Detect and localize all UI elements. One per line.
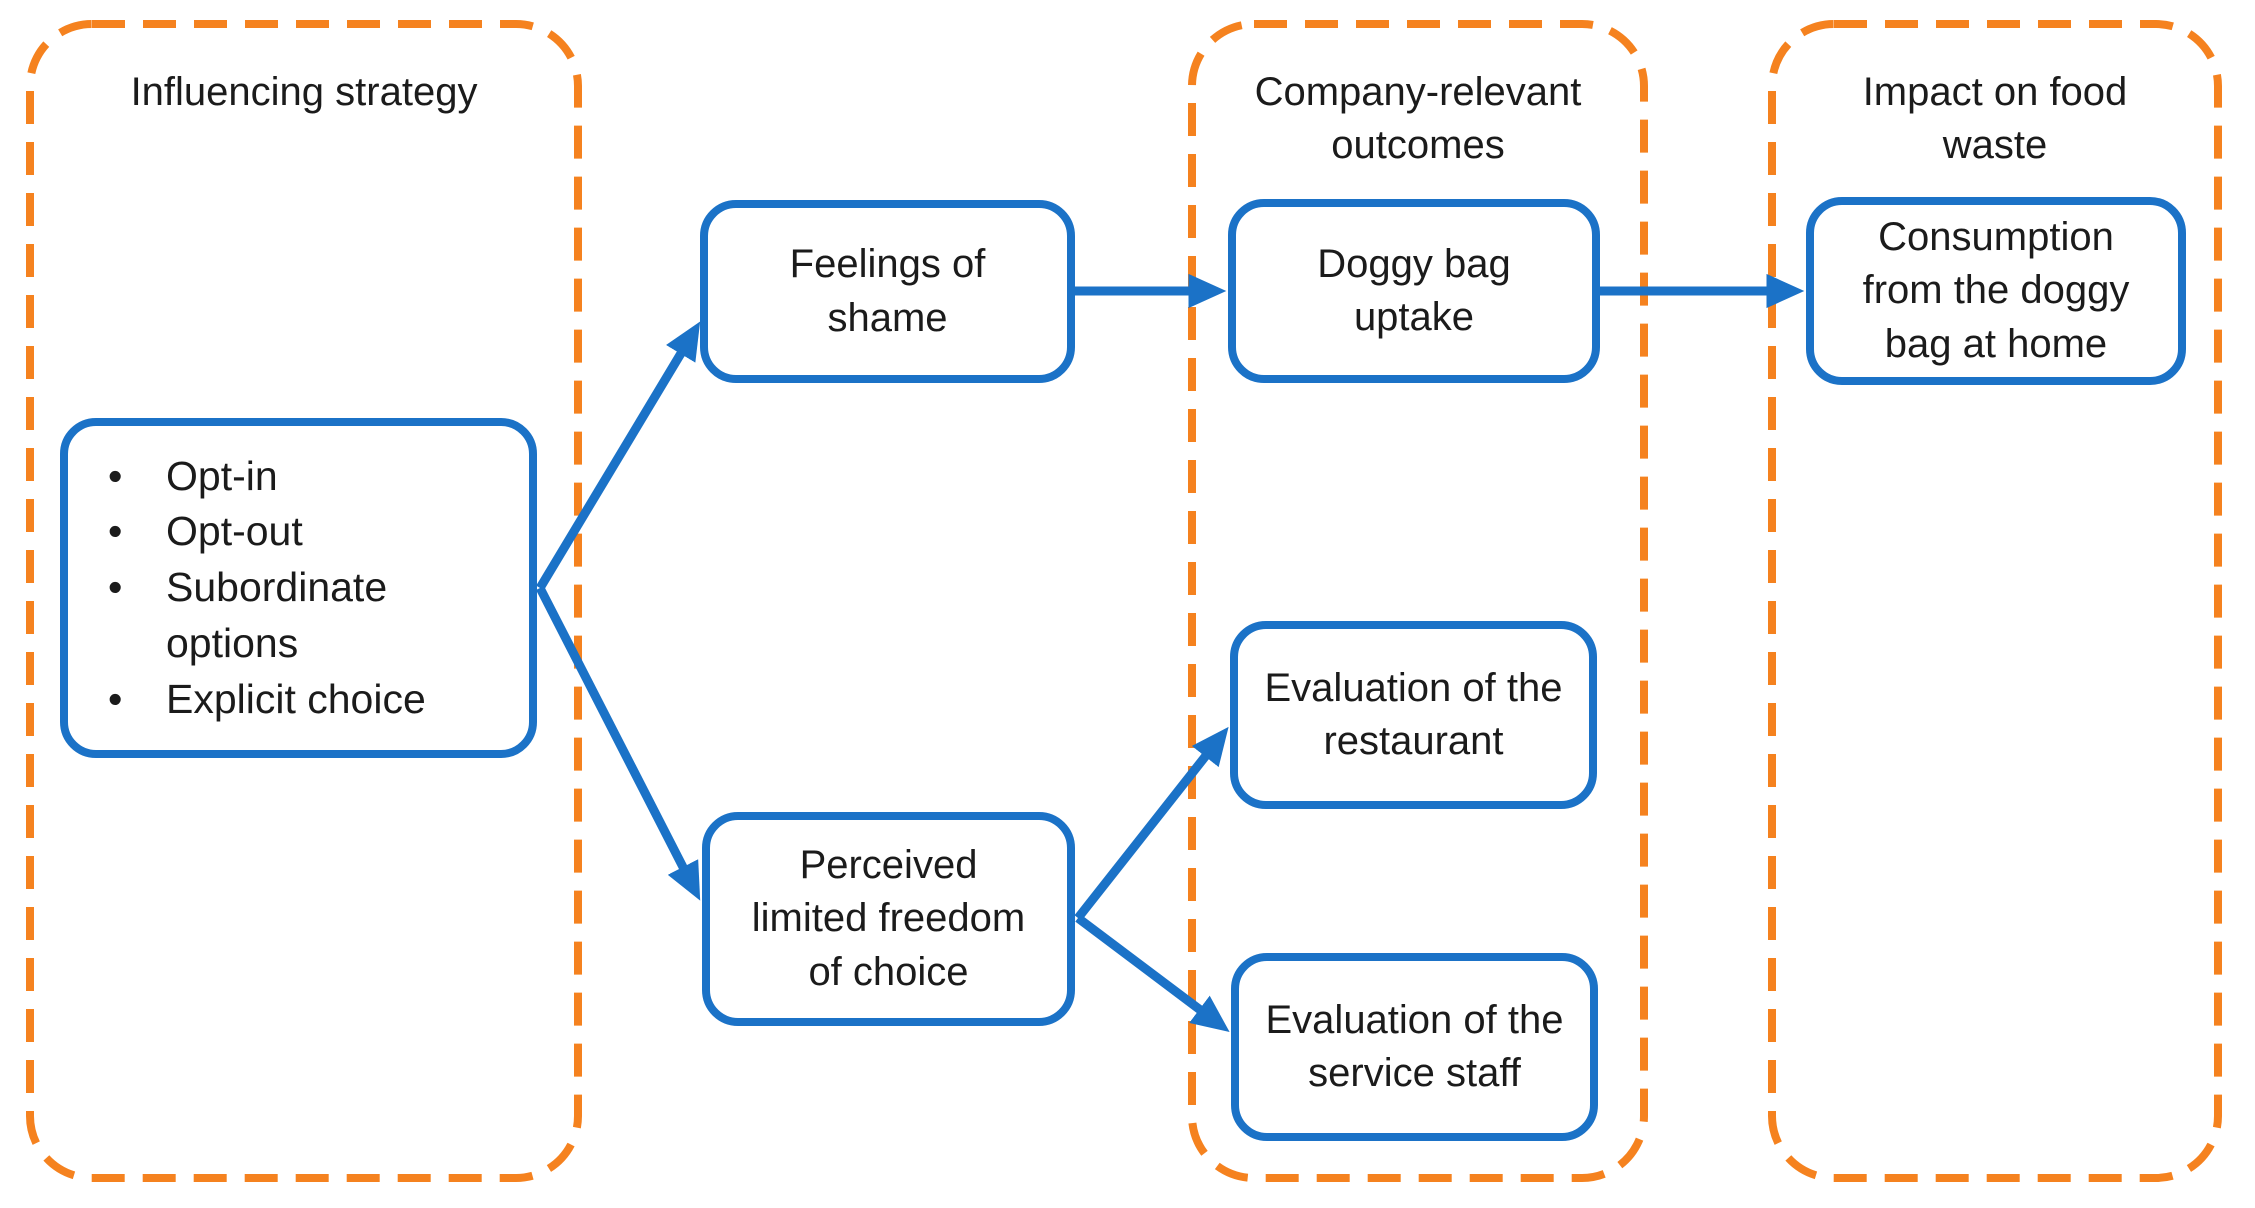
panel-title-text: Influencing strategy: [130, 70, 478, 114]
node-influencing-strategies: • Opt-in • Opt-out • Subordinate options…: [60, 418, 537, 758]
node-label: Doggy bag uptake: [1317, 241, 1511, 339]
node-evaluation-service-staff: Evaluation of the service staff: [1231, 953, 1598, 1141]
panel-title-company-relevant-outcomes: Company-relevant outcomes: [1192, 66, 1644, 172]
panel-title-text: Impact on food waste: [1862, 70, 2128, 167]
node-label: Evaluation of the restaurant: [1264, 665, 1563, 763]
bullet-icon: •: [108, 508, 123, 555]
list-item-label: Opt-out: [166, 508, 303, 555]
node-perceived-limited-freedom: Perceived limited freedom of choice: [702, 812, 1075, 1026]
list-item: • Subordinate options: [108, 560, 501, 672]
list-item: • Opt-out: [108, 504, 501, 560]
list-item: • Opt-in: [108, 449, 501, 505]
node-feelings-of-shame: Feelings of shame: [700, 200, 1075, 383]
panel-outline-impact-on-food-waste: [1768, 20, 2222, 1182]
list-item-label: Subordinate options: [166, 564, 388, 666]
arrow-strategies-to-shame: [536, 321, 701, 591]
list-item-label: Opt-in: [166, 452, 278, 499]
panel-title-text: Company-relevant outcomes: [1254, 70, 1582, 167]
arrow-freedom-to-staff: [1075, 914, 1230, 1033]
node-label: Perceived limited freedom of choice: [751, 843, 1026, 994]
node-consumption-doggy-bag-home: Consumption from the doggy bag at home: [1806, 197, 2186, 385]
bullet-icon: •: [108, 452, 123, 499]
arrow-strategies-to-freedom: [535, 585, 701, 901]
list-item-label: Explicit choice: [166, 675, 426, 722]
bullet-icon: •: [108, 675, 123, 722]
node-doggy-bag-uptake: Doggy bag uptake: [1228, 199, 1600, 383]
node-label: Feelings of shame: [789, 242, 986, 340]
panel-outline-influencing-strategy: [26, 20, 582, 1182]
panel-outline-company-relevant-outcomes: [1188, 20, 1648, 1182]
panel-title-influencing-strategy: Influencing strategy: [30, 66, 578, 119]
node-evaluation-restaurant: Evaluation of the restaurant: [1230, 621, 1597, 809]
list-item: • Explicit choice: [108, 672, 501, 728]
node-label: Consumption from the doggy bag at home: [1862, 215, 2130, 366]
arrow-freedom-to-restaurant: [1074, 726, 1229, 921]
bullet-icon: •: [108, 564, 123, 611]
node-label: Evaluation of the service staff: [1265, 997, 1564, 1095]
panel-title-impact-on-food-waste: Impact on food waste: [1772, 66, 2218, 172]
